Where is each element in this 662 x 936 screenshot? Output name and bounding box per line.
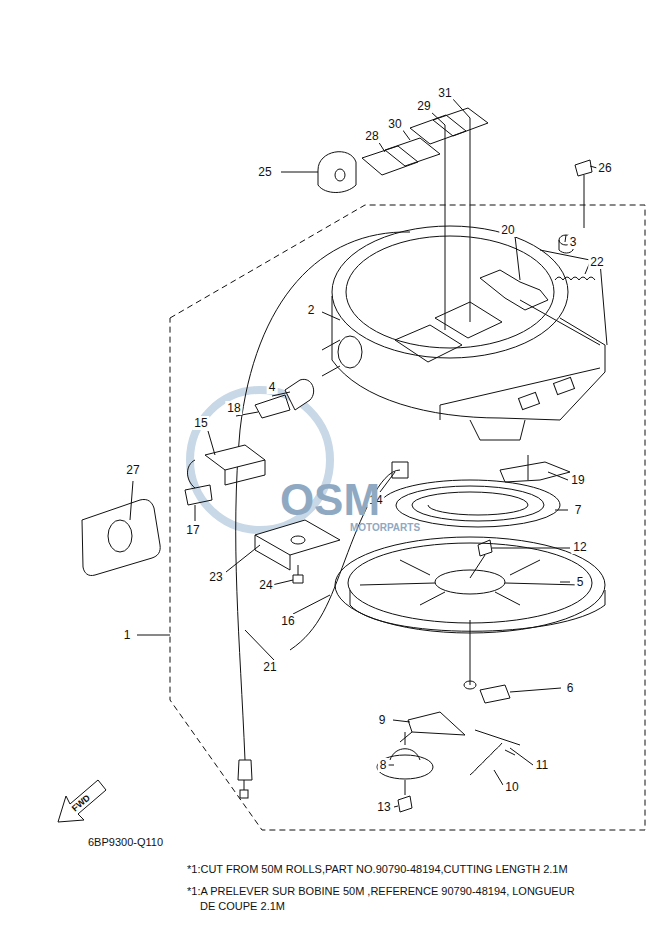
callout-number: 15: [192, 416, 209, 430]
callout-number: 8: [378, 758, 389, 772]
callout-number: 23: [207, 570, 224, 584]
callout-number: 5: [575, 575, 586, 589]
callout-number: 3: [568, 235, 579, 249]
callout-number: 10: [503, 780, 520, 794]
callout-number: 12: [571, 540, 588, 554]
callout-number: 9: [377, 713, 388, 727]
callout-number: 27: [124, 463, 141, 477]
callout-number: 11: [534, 758, 550, 772]
callout-number: 30: [386, 117, 403, 131]
callout-number: 2: [306, 303, 317, 317]
callout-number: 19: [569, 473, 586, 487]
callout-number: 1: [122, 628, 133, 642]
callout-number: 26: [596, 161, 613, 175]
callout-number: 21: [261, 660, 278, 674]
callout-number: 28: [363, 129, 380, 143]
watermark: OSM: [280, 476, 380, 524]
direction-label: FWD: [69, 791, 94, 815]
callout-number: 17: [184, 523, 201, 537]
diagram-code: 6BP9300-Q110: [88, 835, 163, 849]
watermark: MOTORPARTS: [350, 521, 420, 535]
callout-number: 24: [257, 578, 274, 592]
footnote: *1:A PRELEVER SUR BOBINE 50M ,REFERENCE …: [187, 884, 590, 914]
callout-number: 7: [573, 503, 584, 517]
callout-number: 18: [225, 401, 242, 415]
callout-number: 13: [375, 800, 392, 814]
callout-number: 31: [436, 86, 453, 100]
callout-number: 20: [499, 223, 516, 237]
callout-number: 25: [256, 165, 273, 179]
callout-number: 6: [565, 681, 576, 695]
callout-number: 4: [267, 380, 278, 394]
callout-number: 22: [588, 255, 605, 269]
footnote: *1:CUT FROM 50M ROLLS,PART NO.90790-4819…: [187, 862, 568, 877]
callout-number: 29: [415, 99, 432, 113]
callout-number: 16: [279, 614, 296, 628]
